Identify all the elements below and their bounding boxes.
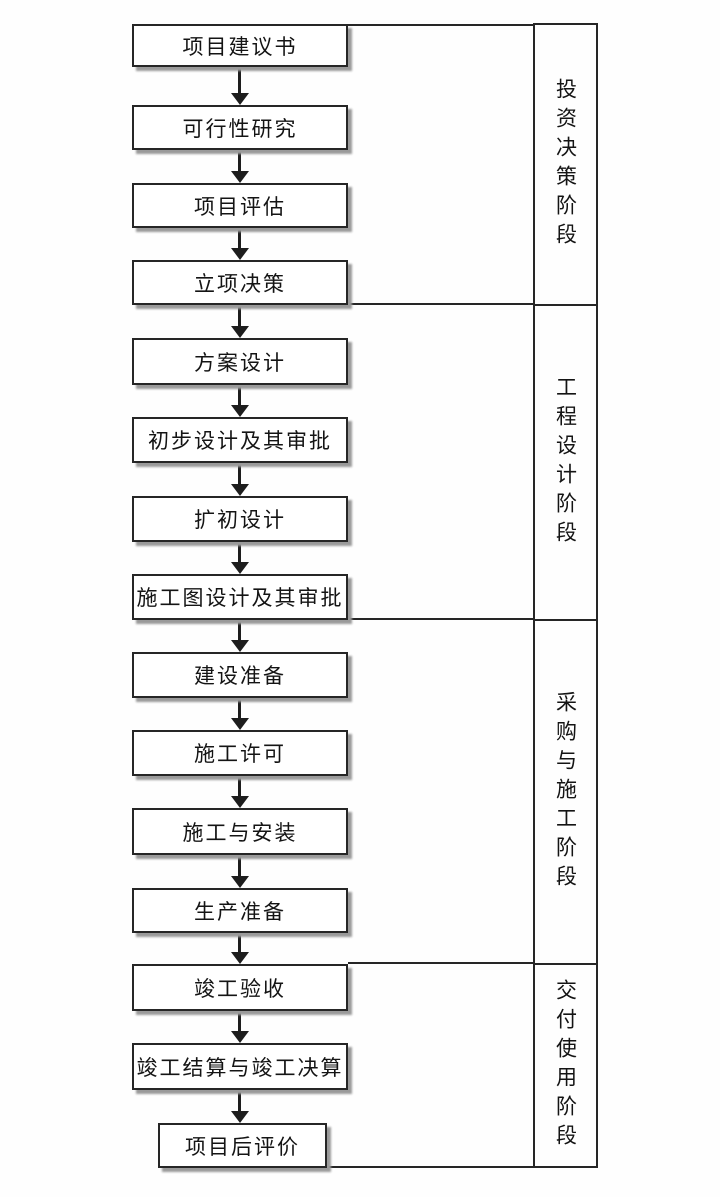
phase-connector-line-1	[348, 303, 535, 305]
flow-step-label: 施工与安装	[182, 820, 298, 845]
phase-label: 交付使用阶段	[553, 978, 578, 1153]
phase-label: 采购与施工阶段	[553, 690, 578, 894]
flow-step-box-feasibility-study: 可行性研究	[132, 105, 348, 150]
down-arrow-icon	[231, 776, 249, 808]
flow-step-box-project-evaluation: 项目评估	[132, 183, 348, 228]
down-arrow-icon	[231, 67, 249, 105]
phase-cell-delivery-use: 交付使用阶段	[535, 963, 596, 1166]
flow-step-box-project-proposal: 项目建议书	[132, 24, 348, 67]
flow-step-box-completion-settlement: 竣工结算与竣工决算	[132, 1043, 348, 1090]
flow-step-box-expanded-design: 扩初设计	[132, 496, 348, 542]
flow-step-box-completion-acceptance: 竣工验收	[132, 964, 348, 1011]
phase-connector-line-3	[348, 962, 535, 964]
flow-step-box-construction-drawing-design: 施工图设计及其审批	[132, 574, 348, 620]
flow-step-label: 生产准备	[194, 899, 286, 924]
flow-step-label: 立项决策	[194, 271, 286, 296]
down-arrow-icon	[231, 1090, 249, 1123]
flow-step-label: 项目评估	[194, 194, 286, 219]
phase-cell-engineering-design: 工程设计阶段	[535, 304, 596, 619]
down-arrow-icon	[231, 620, 249, 652]
flow-step-box-preliminary-design: 初步设计及其审批	[132, 417, 348, 463]
flow-step-label: 建设准备	[194, 664, 286, 688]
flow-step-box-construction-permit: 施工许可	[132, 730, 348, 776]
flow-step-label: 竣工验收	[194, 976, 286, 1001]
phase-connector-line-bottom	[327, 1166, 535, 1168]
flow-step-box-construction-preparation: 建设准备	[132, 652, 348, 698]
phase-label: 投资决策阶段	[553, 77, 578, 252]
flow-step-label: 可行性研究	[182, 116, 298, 141]
down-arrow-icon	[231, 463, 249, 496]
down-arrow-icon	[231, 385, 249, 417]
flow-step-box-construction-installation: 施工与安装	[132, 808, 348, 855]
down-arrow-icon	[231, 305, 249, 338]
flow-step-label: 施工许可	[194, 742, 286, 766]
down-arrow-icon	[231, 228, 249, 260]
down-arrow-icon	[231, 855, 249, 888]
down-arrow-icon	[231, 933, 249, 964]
phase-connector-line-2	[348, 618, 535, 620]
phase-column: 投资决策阶段 工程设计阶段 采购与施工阶段 交付使用阶段	[533, 23, 598, 1168]
phase-label: 工程设计阶段	[553, 375, 578, 550]
down-arrow-icon	[231, 150, 249, 183]
flow-step-label: 初步设计及其审批	[148, 429, 332, 453]
flow-step-label: 竣工结算与竣工决算	[136, 1055, 344, 1080]
phase-cell-procurement-construction: 采购与施工阶段	[535, 619, 596, 963]
flow-step-label: 施工图设计及其审批	[136, 586, 344, 610]
down-arrow-icon	[231, 698, 249, 730]
flow-step-box-approval-decision: 立项决策	[132, 260, 348, 305]
flow-step-box-post-project-evaluation: 项目后评价	[158, 1123, 327, 1168]
flow-step-label: 方案设计	[194, 350, 286, 375]
phase-connector-line-top	[348, 24, 535, 26]
down-arrow-icon	[231, 542, 249, 574]
phase-cell-investment-decision: 投资决策阶段	[535, 25, 596, 304]
flow-step-label: 扩初设计	[194, 508, 286, 532]
flow-step-box-scheme-design: 方案设计	[132, 338, 348, 385]
flow-step-label: 项目后评价	[185, 1134, 300, 1159]
down-arrow-icon	[231, 1011, 249, 1043]
flow-step-box-production-preparation: 生产准备	[132, 888, 348, 933]
flow-step-label: 项目建议书	[182, 34, 298, 59]
